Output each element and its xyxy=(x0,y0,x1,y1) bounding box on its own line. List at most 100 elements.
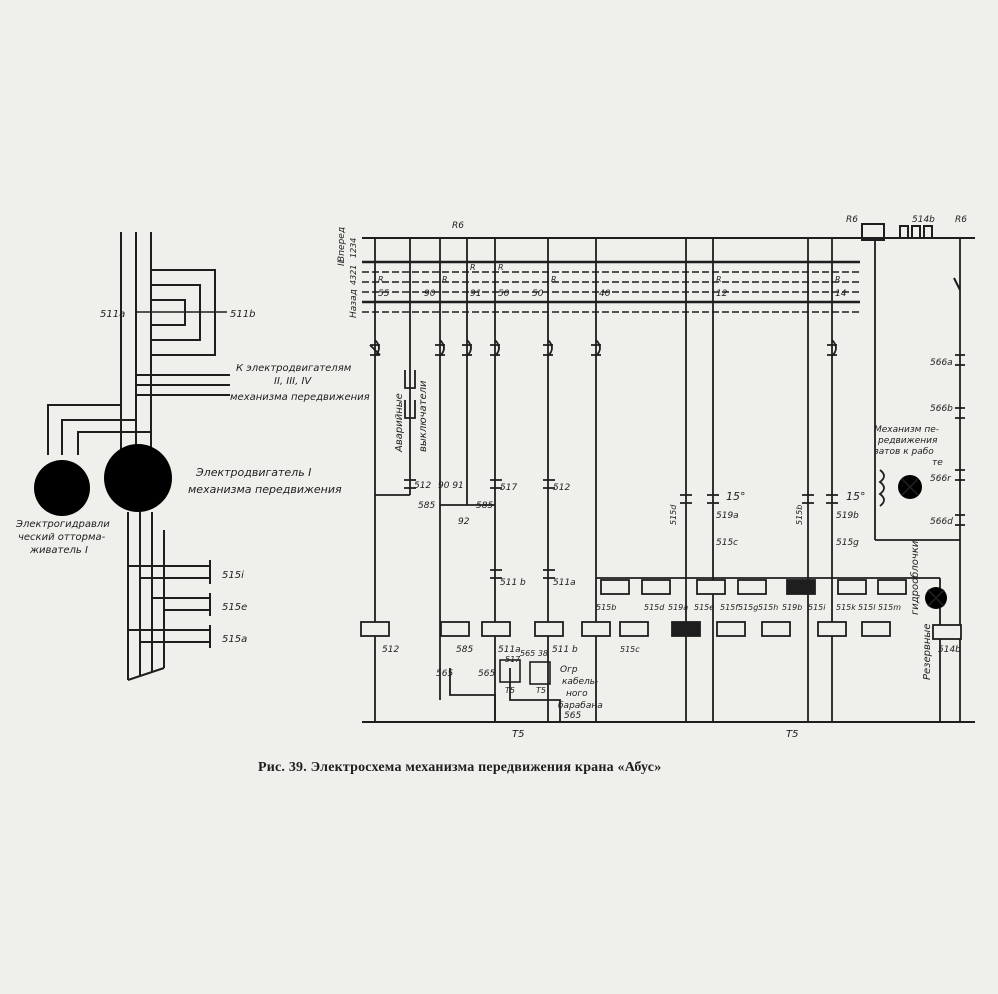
label-wire-91: 91 xyxy=(470,289,481,299)
label-517b: 517 xyxy=(505,655,521,664)
label-566d: 566d xyxy=(930,517,953,527)
label-515b: 515b xyxy=(795,505,804,525)
label-519a: 519a xyxy=(716,511,739,521)
label-coil-515i: 515i xyxy=(808,603,826,612)
control-verticals xyxy=(374,238,961,722)
label-92: 92 xyxy=(458,517,470,527)
left-labels: 511a 511b К электродвигателям II, III, I… xyxy=(15,309,370,645)
label-515i: 515i xyxy=(222,570,244,581)
label-t5-d: T5 xyxy=(786,729,798,740)
label-515g: 515g xyxy=(836,538,859,548)
label-coil-515d: 515d xyxy=(644,603,665,612)
label-ready-2: гидрооблочки xyxy=(909,540,921,615)
label-r-b: R xyxy=(442,275,448,284)
label-cable-5: 565 xyxy=(564,711,581,721)
hydraulic-brake-symbol xyxy=(34,460,90,516)
bottom-bus xyxy=(362,659,975,723)
coil-labels: 512 585 511a 511 b 515b 515d 519a 515c 5… xyxy=(382,603,901,655)
label-r6-right: R6 xyxy=(955,215,967,225)
label-566b: 566b xyxy=(930,404,953,414)
power-section xyxy=(34,232,230,681)
label-cable-1: Огр xyxy=(560,665,578,675)
label-coil-515l: 515l xyxy=(858,603,876,612)
label-to-motors-2: II, III, IV xyxy=(274,376,312,387)
label-t5-b: T5 xyxy=(536,686,546,695)
label-to-motors-3: механизма передвижения xyxy=(230,392,370,403)
label-512b: 512 xyxy=(553,483,570,493)
label-brake-1: Электрогидравли xyxy=(15,519,110,530)
label-wire-50b: 50 xyxy=(532,289,544,299)
label-to-motors-1: К электродвигателям xyxy=(236,363,352,374)
label-566r: 566r xyxy=(930,474,952,484)
label-coil-511b: 511 b xyxy=(552,645,578,655)
label-r-a: R xyxy=(378,275,384,284)
label-wire-50a: 50 xyxy=(498,289,510,299)
right-signal-devices xyxy=(878,469,947,609)
label-coil-515k: 515k xyxy=(836,603,856,612)
label-direction-fwd-nums: 1234 xyxy=(349,238,358,258)
label-t5-c: T5 xyxy=(512,729,524,740)
label-mech-2: редвижения xyxy=(877,436,938,446)
label-r-c: R xyxy=(470,263,476,272)
label-wire-90: 90 xyxy=(424,289,436,299)
motor-inner-symbol xyxy=(114,454,162,502)
label-roman-ii: II xyxy=(337,260,347,266)
label-566a: 566a xyxy=(930,358,953,368)
label-9091: 90 91 xyxy=(438,481,464,491)
label-565-38: 565 38 xyxy=(520,649,548,658)
label-511a: 511a xyxy=(553,578,576,588)
label-565b: 565 xyxy=(478,669,495,679)
label-direction-back: Назад xyxy=(349,289,359,318)
bottom-labels: 565 565 565 38 517 T5 T5 T5 T5 Огр кабел… xyxy=(436,649,798,740)
label-coil-515h: 515h xyxy=(758,603,778,612)
label-585l: 585 xyxy=(418,501,435,511)
label-coil-585: 585 xyxy=(456,645,473,655)
label-512a: 512 xyxy=(414,481,431,491)
figure-caption: Рис. 39. Электросхема механизма передвиж… xyxy=(258,760,662,775)
label-565a: 565 xyxy=(436,669,453,679)
middle-labels: Аварийные выключатели 512 90 91 517 512 … xyxy=(394,380,866,588)
label-emergency-1: Аварийные xyxy=(394,393,405,453)
label-r-e: R xyxy=(551,275,557,284)
label-r-f: R xyxy=(716,275,722,284)
label-motor-1: Электродвигатель I xyxy=(195,466,311,479)
label-wire-40: 40 xyxy=(599,289,611,299)
label-coil-515g: 515g xyxy=(738,603,758,612)
wire-labels: 55 90 91 50 50 40 12 14 R R R R R R R xyxy=(378,263,847,299)
label-511b: 511b xyxy=(230,309,255,320)
label-515c: 515c xyxy=(716,538,738,548)
relay-coils xyxy=(360,579,962,640)
label-mech-1: Механизм пе- xyxy=(874,425,939,435)
label-coil-512: 512 xyxy=(382,645,399,655)
label-cable-4: барабана xyxy=(558,701,603,711)
label-direction-fwd: Вперед xyxy=(337,227,347,262)
top-labels: R6 R6 R6 514b Назад 4321 II Вперед 1234 xyxy=(337,215,967,318)
label-mech-3: затов к рабо xyxy=(874,447,934,457)
label-coil-519b: 519b xyxy=(782,603,802,612)
label-wire-14: 14 xyxy=(835,289,847,299)
label-514b-top: 514b xyxy=(912,215,935,225)
top-bus xyxy=(362,223,975,313)
label-511b: 511 b xyxy=(500,578,526,588)
right-labels: 566a 566b 566r 566d Механизм пе- редвиже… xyxy=(874,358,961,680)
label-coil-515f: 515f xyxy=(720,603,739,612)
label-517: 517 xyxy=(500,483,517,493)
label-direction-back-nums: 4321 xyxy=(349,265,358,285)
label-cable-3: ного xyxy=(566,689,588,699)
label-15deg-1: 15° xyxy=(726,490,746,503)
label-coil-515e: 515e xyxy=(694,603,714,612)
label-brake-3: живатель I xyxy=(29,545,88,556)
label-511a: 511a xyxy=(100,309,125,320)
label-coil-515m: 515m xyxy=(878,603,901,612)
label-585r: 585 xyxy=(476,501,493,511)
label-cable-2: кабель- xyxy=(562,677,598,687)
label-emergency-2: выключатели xyxy=(418,380,429,452)
label-515a: 515a xyxy=(222,634,247,645)
label-brake-2: ческий отторма- xyxy=(18,532,106,543)
label-coil-515c: 515c xyxy=(620,645,640,654)
label-wire-12: 12 xyxy=(716,289,728,299)
label-515d: 515d xyxy=(669,504,678,525)
label-514b-right: 514b xyxy=(938,645,961,655)
label-r-d: R xyxy=(498,263,504,272)
